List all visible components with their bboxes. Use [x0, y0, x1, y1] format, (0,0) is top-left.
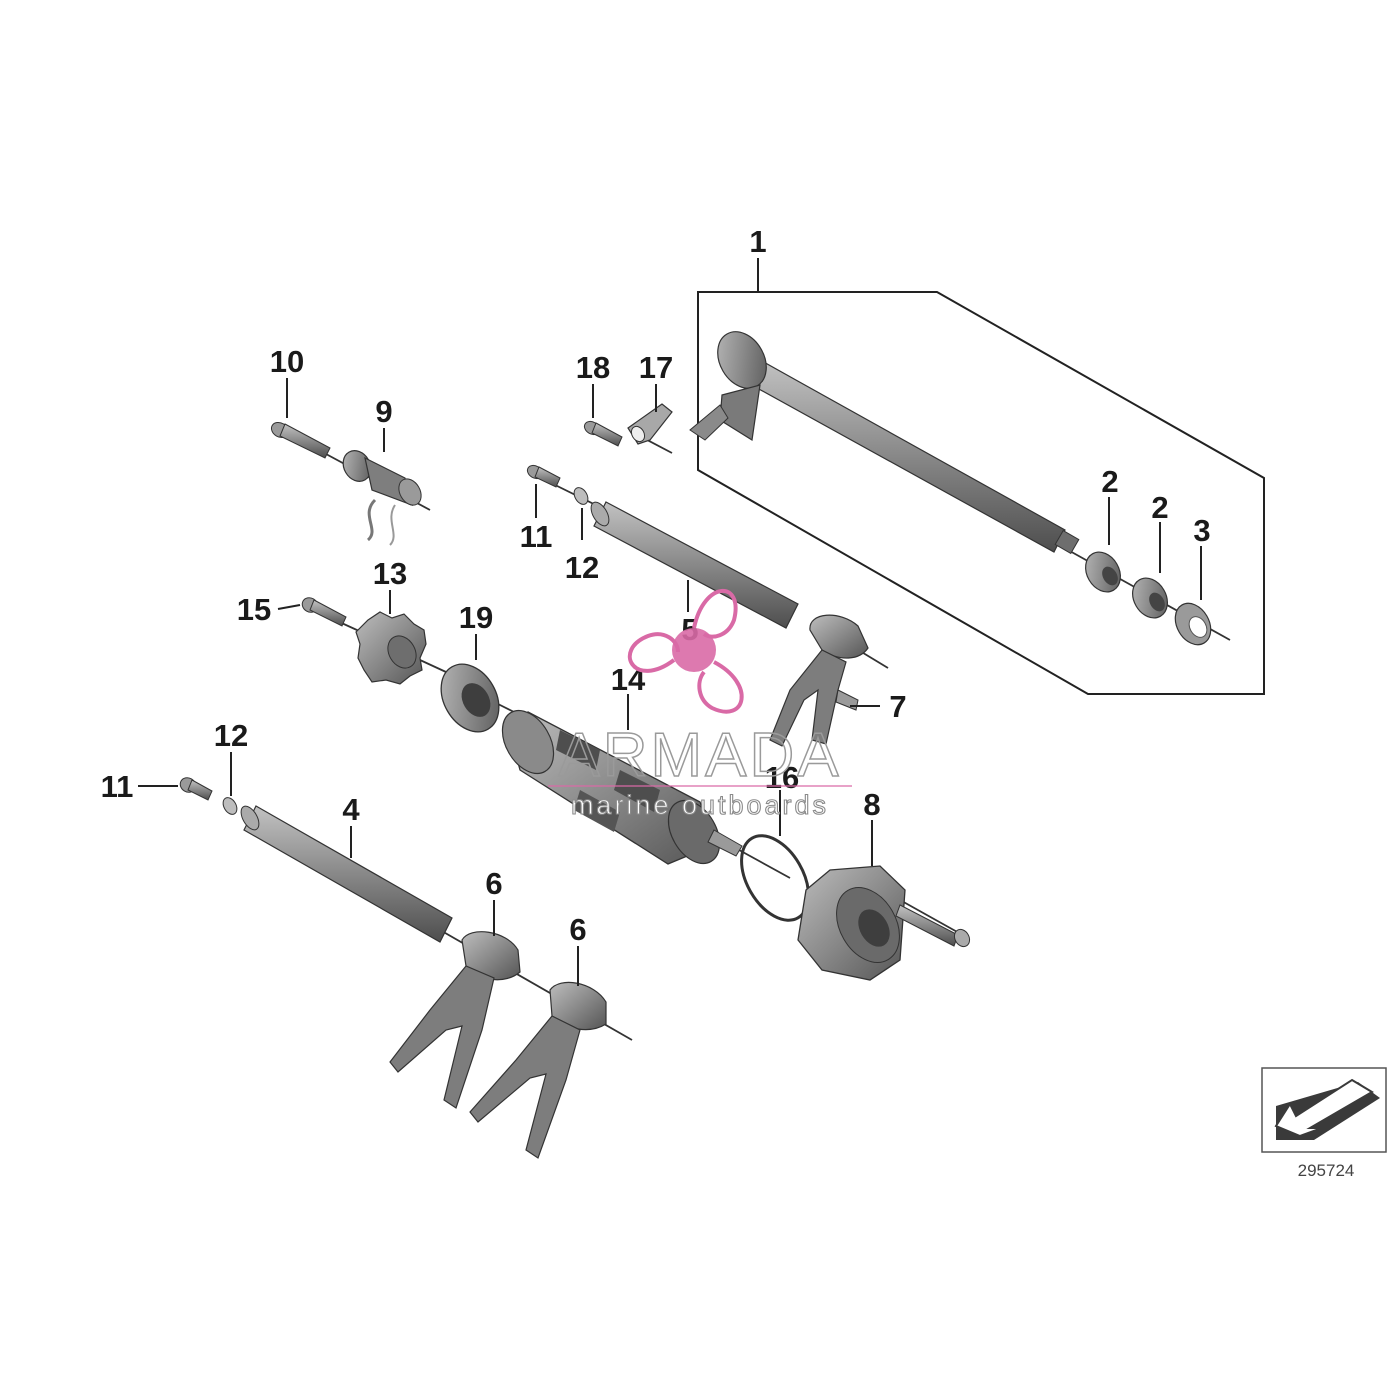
orientation-box: 295724: [1261, 1067, 1387, 1180]
watermark-brand: ARMADA: [558, 721, 841, 790]
callout-8: 8: [863, 787, 880, 822]
part-9-gear-position-sensor: [342, 450, 422, 546]
part-17-locking-plate: [627, 403, 673, 454]
callout-16: 16: [765, 760, 799, 795]
part-6-shift-fork: [389, 931, 521, 1109]
callout-19: 19: [459, 600, 493, 635]
watermark-tagline: marine outboards: [571, 790, 829, 820]
part-8-bearing-cover: [797, 865, 971, 981]
part-12-washer-upper: [573, 487, 589, 505]
part-2-needle-bearing: [1085, 551, 1121, 593]
callout-6-second: 6: [569, 912, 586, 947]
callout-labels: 1 2 2 3 4 5 6 6 7 8 9 10 11 11 12 12 13 …: [101, 224, 1211, 947]
part-12-washer-lower: [222, 797, 238, 815]
part-18-bolt: [583, 420, 623, 447]
part-1-shift-shaft: [689, 331, 1231, 641]
callout-7: 7: [889, 689, 906, 724]
part-14-shift-drum: [501, 709, 791, 879]
diagram-reference-number: 295724: [1298, 1161, 1355, 1180]
callout-2: 2: [1101, 464, 1118, 499]
callout-9: 9: [375, 394, 392, 429]
callout-2-second: 2: [1151, 490, 1168, 525]
callout-12-upper: 12: [565, 550, 599, 585]
part-3-shaft-seal: [1174, 602, 1212, 646]
callout-6: 6: [485, 866, 502, 901]
part-11-bolt-lower: [179, 777, 213, 801]
callout-18: 18: [576, 350, 610, 385]
part-6-shift-fork-second: [469, 981, 607, 1159]
arrow-down-left-icon: [1274, 1078, 1380, 1140]
part-16-o-ring: [740, 834, 810, 922]
assembly-group-outline: [697, 291, 1265, 695]
watermark: ARMADA marine outboards: [548, 589, 852, 821]
callout-11-lower: 11: [101, 769, 134, 804]
callout-13: 13: [373, 556, 407, 591]
callout-15: 15: [237, 592, 271, 627]
callout-4: 4: [342, 792, 360, 827]
callout-10: 10: [270, 344, 304, 379]
part-7-shift-fork: [769, 614, 889, 747]
callout-12-lower: 12: [214, 718, 248, 753]
part-5-selector-fork-rod: [590, 501, 799, 629]
part-19-ball-bearing: [440, 663, 521, 733]
callout-11-upper: 11: [520, 519, 553, 554]
callout-14: 14: [611, 662, 646, 697]
callout-1: 1: [749, 224, 766, 259]
part-2-needle-bearing-second: [1132, 577, 1168, 619]
propeller-icon: [627, 589, 744, 714]
callout-17: 17: [639, 350, 673, 385]
leader-lines: [138, 258, 1202, 986]
callout-3: 3: [1193, 513, 1210, 548]
part-13-shift-star-wheel: [355, 611, 447, 685]
